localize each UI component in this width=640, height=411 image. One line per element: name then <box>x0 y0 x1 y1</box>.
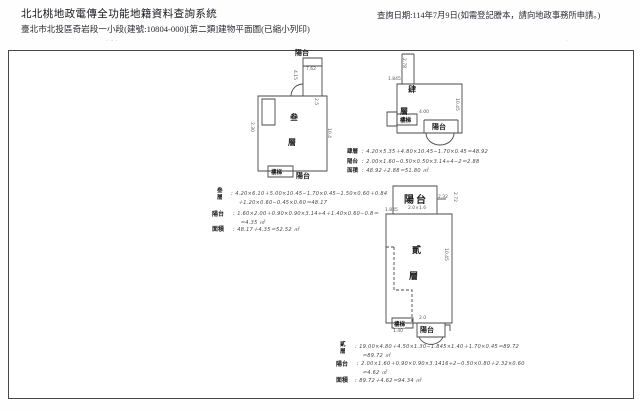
note-4f-area-label: 肆層 <box>347 149 359 155</box>
note-2f-label-char-1: 貳 <box>340 342 346 348</box>
dimension-text: 4.15 <box>292 70 297 81</box>
dimension-text: 10.4 <box>326 128 331 139</box>
note-3f-label-char-1: 叁 <box>217 188 223 194</box>
second-floor-bottom-balcony-label: 陽台 <box>420 326 434 334</box>
note-3f-area-formula-2: ＋1.20×0.60−0.45×0.60＝48.17 <box>238 200 328 206</box>
document-frame <box>8 50 634 399</box>
dimension-text: 10.45 <box>443 248 448 261</box>
third-floor-top-balcony-label: 陽台 <box>295 49 309 57</box>
note-2f-area-formula-2: ＝89.72 ㎡ <box>362 353 391 359</box>
dimension-text: 2.78 <box>401 58 406 69</box>
dimension-text: 1.40 <box>393 329 404 334</box>
note-2f-area-formula: ：19.00×4.80＋4.50×1.30−1.845×1.40＋1.70×0.… <box>354 344 520 350</box>
third-floor-char-1: 叁 <box>290 113 298 122</box>
note-3f-label-char-2: 層 <box>217 195 223 201</box>
second-floor-char-1: 貳 <box>412 245 422 255</box>
note-2f-label-char-2: 層 <box>340 349 346 355</box>
note-2f-balcony-label: 陽台 <box>336 362 349 368</box>
dimension-text: 7.62 <box>306 67 317 72</box>
dimension-text: 10.45 <box>454 98 459 111</box>
fourth-floor-char-1: 肆 <box>408 85 416 94</box>
dimension-text: 2.72 <box>452 192 457 203</box>
dimension-text: 2.0 <box>419 316 427 321</box>
dimension-text: 2.32 <box>438 195 449 200</box>
note-3f-balcony-formula: ：1.60×2.00＋0.90×0.90×3.14÷4＋1.40×0.60−0.… <box>232 211 379 217</box>
second-floor-top-balcony-label: 陽台 <box>404 195 428 206</box>
third-floor-char-2: 層 <box>288 138 296 147</box>
second-floor-stairs-label: 樓梯 <box>394 320 406 328</box>
dimension-text: 2.30 <box>249 122 254 133</box>
system-title: 北北桃地政電傳全功能地籍資料查詢系統 <box>21 9 218 20</box>
dimension-text: 4.00 <box>419 110 430 115</box>
note-2f-total-formula: ：89.72＋4.62＝94.34 ㎡ <box>354 378 422 384</box>
third-floor-stairs-label: 樓梯 <box>271 168 283 176</box>
dimension-text: 1.845 <box>388 77 401 82</box>
dimension-text: 2.5 <box>313 98 318 106</box>
note-4f-total-formula: ：48.92＋2.88＝51.80 ㎡ <box>361 168 429 174</box>
note-3f-total-formula: ：48.17＋4.35＝52.52 ㎡ <box>232 227 300 233</box>
note-2f-balcony-formula: ：2.00×1.60＋0.90×0.90×3.1416÷2−0.50×0.80＋… <box>356 361 525 367</box>
scan-speck: · <box>566 38 568 45</box>
note-4f-balcony-label: 陽台 <box>347 159 359 165</box>
dimension-text: 1.845 <box>385 208 398 213</box>
note-3f-total-label: 面積 <box>212 227 225 233</box>
document-subtitle: 臺北市北投區奇岩段一小段(建號:10804-000)[第二類]建物平面圖(已縮小… <box>21 24 310 34</box>
scan-speck: · ·· · <box>106 38 118 45</box>
note-2f-total-label: 面積 <box>336 378 349 384</box>
note-4f-area-formula: ：4.20×5.35＋4.80×10.45−1.70×0.45＝48.92 <box>361 149 489 155</box>
fourth-floor-balcony-label: 陽台 <box>432 123 446 131</box>
note-2f-balcony-formula-2: ＝4.62 ㎡ <box>362 370 387 376</box>
note-4f-total-label: 面積 <box>347 168 359 174</box>
second-floor-char-2: 層 <box>409 271 419 281</box>
fourth-floor-stairs-label: 樓梯 <box>400 116 412 124</box>
note-4f-balcony-formula: ：2.00×1.60−0.50×0.50×3.14÷4−2＝2.88 <box>361 159 480 165</box>
query-date: 查詢日期:114年7月9日(如需登記謄本，請向地政事務所申請。) <box>377 11 601 20</box>
fourth-floor-char-2: 層 <box>400 107 408 116</box>
note-3f-balcony-label: 陽台 <box>212 212 225 218</box>
note-3f-balcony-formula-2: ＝4.35 ㎡ <box>240 220 265 226</box>
note-3f-area-formula: ：4.20×6.10＋5.00×10.45−1.70×0.45−1.50×0.6… <box>230 191 388 197</box>
dimension-text: 2.0×1.6 <box>408 206 427 211</box>
third-floor-bottom-balcony-label: 陽台 <box>296 172 310 180</box>
